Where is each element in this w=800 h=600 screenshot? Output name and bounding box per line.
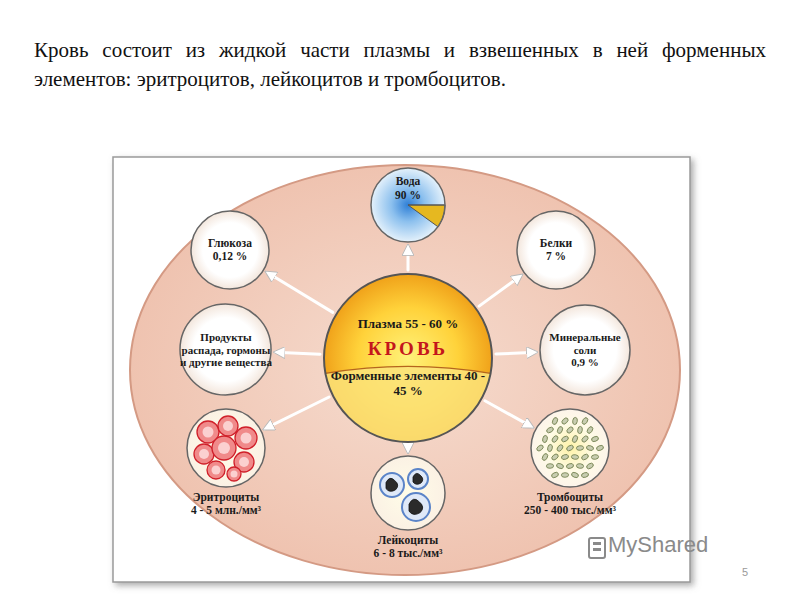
arrow-connector bbox=[267, 272, 333, 312]
plasma-component-circle: Глюкоза0,12 % bbox=[190, 210, 270, 290]
text-group: Продукты распада, гормоны и другие вещес… bbox=[179, 303, 272, 396]
component-name: Продукты распада, гормоны и другие вещес… bbox=[179, 331, 272, 369]
arrow-connector bbox=[485, 401, 532, 427]
arrow-connector bbox=[275, 352, 320, 354]
text-group: Минеральные соли0,9 % bbox=[539, 304, 631, 396]
cell-type-circle: Тромбоциты250 - 400 тыс./мм³ bbox=[520, 408, 620, 517]
text-group: Эритроциты4 - 5 млн./мм³ bbox=[186, 491, 266, 517]
cell-count: 250 - 400 тыс./мм³ bbox=[524, 504, 616, 517]
arrow-connector bbox=[496, 352, 536, 354]
cell-type-circle: Лейкоциты6 - 8 тыс./мм³ bbox=[370, 455, 447, 560]
cell-count: 4 - 5 млн./мм³ bbox=[191, 504, 261, 517]
component-percent: 7 % bbox=[546, 250, 566, 263]
cell-type-circle: Эритроциты4 - 5 млн./мм³ bbox=[186, 408, 266, 517]
cell-name: Эритроциты bbox=[193, 491, 260, 504]
fraction-text: Плазма 55 - 60 % bbox=[358, 317, 459, 332]
plasma-component-circle: Белки7 % bbox=[516, 210, 596, 290]
component-name: Глюкоза bbox=[208, 237, 252, 250]
component-percent: 0,9 % bbox=[571, 356, 599, 369]
fraction-text: Форменные элементы 40 - 45 % bbox=[323, 369, 493, 399]
watermark: MyShared bbox=[608, 532, 708, 558]
arrow-connector bbox=[407, 246, 410, 270]
circle-outline bbox=[530, 408, 610, 488]
slide-title: Кровь состоит из жидкой части плазмы и в… bbox=[34, 36, 766, 93]
arrow-connector bbox=[479, 275, 521, 306]
text-group: Вода90 % bbox=[370, 175, 446, 201]
component-percent: 0,12 % bbox=[213, 250, 248, 263]
text-group: Белки7 % bbox=[516, 210, 596, 290]
circle-outline bbox=[370, 455, 446, 531]
text-group: Тромбоциты250 - 400 тыс./мм³ bbox=[520, 491, 620, 517]
component-name: Белки bbox=[540, 237, 572, 250]
plasma-component-circle: Продукты распада, гормоны и другие вещес… bbox=[179, 303, 272, 396]
arrow-connector bbox=[265, 397, 330, 429]
text-group: Глюкоза0,12 % bbox=[190, 210, 270, 290]
circle-outline bbox=[186, 408, 266, 488]
plasma-component-circle: Вода90 % bbox=[370, 167, 446, 243]
outer-ellipse bbox=[130, 165, 680, 575]
cell-count: 6 - 8 тыс./мм³ bbox=[374, 547, 443, 560]
text-group: Плазма 55 - 60 % КРОВЬ Форменные элементы … bbox=[323, 273, 493, 443]
cell-name: Тромбоциты bbox=[537, 491, 603, 504]
text-group: Лейкоциты6 - 8 тыс./мм³ bbox=[370, 534, 447, 560]
figure-frame bbox=[113, 157, 690, 582]
watermark-icon bbox=[589, 538, 605, 558]
component-percent: 90 % bbox=[395, 189, 421, 202]
center-heading: КРОВЬ bbox=[368, 338, 448, 360]
page-number: 5 bbox=[742, 566, 748, 578]
arrow-connector bbox=[407, 446, 410, 452]
component-name: Минеральные соли bbox=[539, 331, 631, 356]
component-name: Вода bbox=[396, 175, 421, 188]
cell-name: Лейкоциты bbox=[378, 534, 438, 547]
plasma-component-circle: Минеральные соли0,9 % bbox=[539, 304, 631, 396]
blood-center-circle: Плазма 55 - 60 % КРОВЬ Форменные элементы … bbox=[323, 273, 493, 443]
